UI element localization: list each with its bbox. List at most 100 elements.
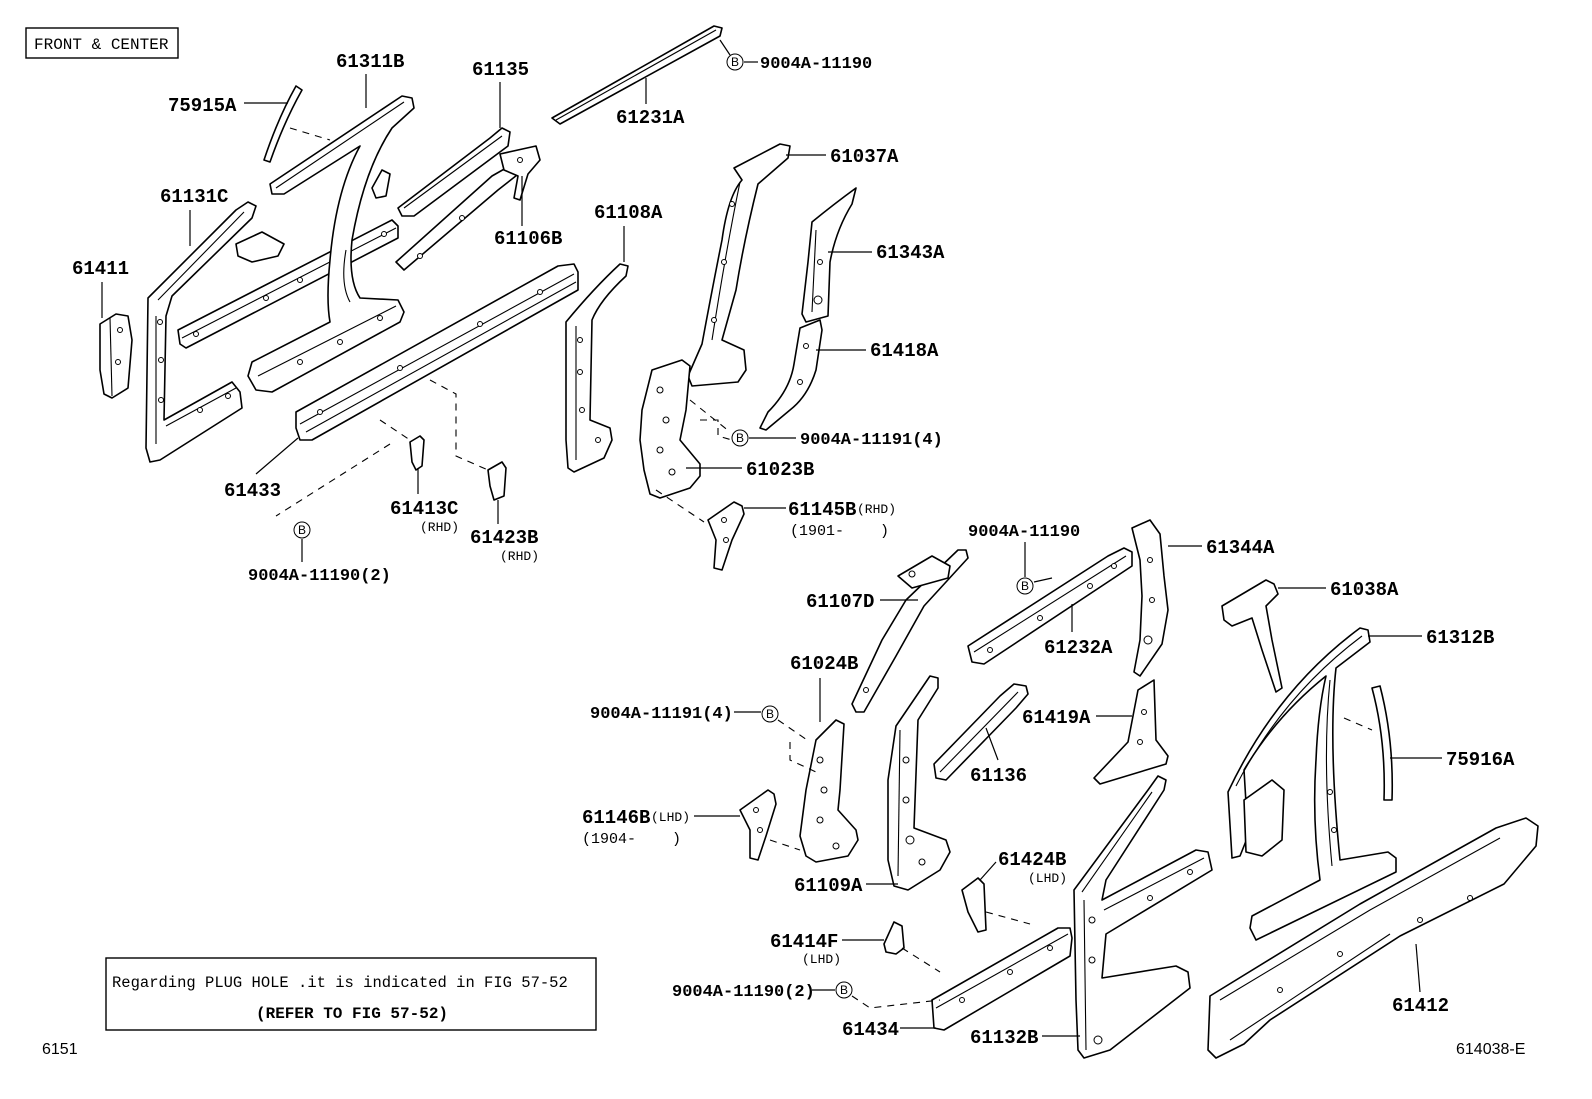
- pillar-bracket: [371, 169, 391, 199]
- hole: [1149, 597, 1155, 603]
- hole: [1143, 635, 1153, 645]
- marker-circle: [293, 521, 311, 539]
- callout-61418A[interactable]: 61418A: [870, 340, 939, 362]
- fastener-marker-1[interactable]: B: [731, 429, 749, 447]
- fastener-code-1[interactable]: 9004A-11191(4): [800, 431, 943, 450]
- hole: [820, 786, 828, 794]
- callout-61038A[interactable]: 61038A: [1330, 579, 1399, 601]
- hole: [1047, 945, 1053, 951]
- callout-61131C[interactable]: 61131C: [160, 186, 228, 208]
- part-61037A-illustration: [687, 143, 791, 387]
- callout-61414F-variant: (LHD): [802, 952, 841, 967]
- callout-61146B-production: (1904- ): [582, 831, 681, 848]
- marker-letter: B: [731, 55, 739, 69]
- callout-75915A[interactable]: 75915A: [168, 95, 237, 117]
- callout-61412[interactable]: 61412: [1392, 995, 1449, 1017]
- callout-61024B[interactable]: 61024B: [790, 653, 858, 675]
- hole: [721, 259, 727, 265]
- fastener-code-3[interactable]: 9004A-11190: [968, 523, 1080, 542]
- fastener-marker-2[interactable]: B: [293, 521, 311, 539]
- dashed-line: [655, 489, 705, 523]
- fastener-code-0[interactable]: 9004A-11190: [760, 55, 872, 74]
- dashed-line: [777, 719, 811, 743]
- dashed-line: [289, 127, 331, 141]
- rocker-line: [299, 273, 577, 433]
- callout-61343A[interactable]: 61343A: [876, 242, 945, 264]
- part-61024B-illustration: [799, 719, 859, 863]
- callout-61145B-variant: (RHD): [857, 502, 896, 517]
- callout-61106B[interactable]: 61106B: [494, 228, 562, 250]
- note-line-2: (REFER TO FIG 57-52): [256, 1005, 448, 1023]
- callout-61413C[interactable]: 61413C: [390, 498, 458, 520]
- fastener-marker-3[interactable]: B: [1016, 577, 1034, 595]
- dashed-line: [429, 379, 489, 471]
- rocker-outline: [1207, 817, 1539, 1059]
- callout-61311B[interactable]: 61311B: [336, 51, 404, 73]
- callout-61146B[interactable]: 61146B: [582, 807, 650, 829]
- fastener-code-5[interactable]: 9004A-11190(2): [672, 983, 815, 1002]
- callout-61231A[interactable]: 61231A: [616, 107, 685, 129]
- callout-61411[interactable]: 61411: [72, 258, 129, 280]
- part-61108A-illustration: [565, 263, 629, 473]
- hole: [381, 231, 387, 237]
- callout-61434[interactable]: 61434: [842, 1019, 899, 1041]
- callout-61423B-variant: (RHD): [500, 549, 539, 564]
- callout-61108A[interactable]: 61108A: [594, 202, 663, 224]
- fastener-marker-0[interactable]: B: [726, 53, 744, 71]
- callout-75916A[interactable]: 75916A: [1446, 749, 1515, 771]
- callout-61414F[interactable]: 61414F: [770, 931, 838, 953]
- hole: [1187, 869, 1193, 875]
- pillar-outline: [801, 187, 857, 323]
- callout-61136[interactable]: 61136: [970, 765, 1027, 787]
- part-61411-illustration: [99, 313, 133, 399]
- fastener-code-4[interactable]: 9004A-11191(4): [590, 705, 733, 724]
- callout-61107D[interactable]: 61107D: [806, 591, 874, 613]
- hole: [158, 357, 164, 363]
- callout-61344A[interactable]: 61344A: [1206, 537, 1275, 559]
- dashed-line: [1343, 717, 1373, 731]
- callout-61145B[interactable]: 61145B: [788, 499, 856, 521]
- fastener-code-2[interactable]: 9004A-11190(2): [248, 567, 391, 586]
- callout-61419A[interactable]: 61419A: [1022, 707, 1091, 729]
- hole: [317, 409, 323, 415]
- dashed-line: [851, 995, 941, 1009]
- hole: [1088, 956, 1096, 964]
- hole: [117, 327, 123, 333]
- callout-61135[interactable]: 61135: [472, 59, 529, 81]
- callout-61433[interactable]: 61433: [224, 480, 281, 502]
- callout-61424B-variant: (LHD): [1028, 871, 1067, 886]
- note-frame: [105, 957, 597, 1031]
- hole: [803, 343, 809, 349]
- callout-61424B[interactable]: 61424B: [998, 849, 1066, 871]
- hole: [577, 337, 583, 343]
- leader-61433: [255, 437, 299, 475]
- callout-61132B[interactable]: 61132B: [970, 1027, 1038, 1049]
- pillar-outline: [887, 675, 951, 891]
- bracket-outline: [99, 313, 133, 399]
- bracket-outline: [707, 501, 745, 571]
- part-61434-illustration: [931, 927, 1073, 1031]
- callout-61232A[interactable]: 61232A: [1044, 637, 1113, 659]
- section-label-frame: [25, 27, 179, 59]
- pillar-outline: [799, 719, 859, 863]
- callout-61312B[interactable]: 61312B: [1426, 627, 1494, 649]
- part-61413C-illustration: [409, 435, 425, 471]
- fastener-marker-5[interactable]: B: [835, 981, 853, 999]
- dashed-line: [275, 443, 391, 517]
- hole: [908, 570, 916, 578]
- part-61145B-illustration: [707, 501, 745, 571]
- hole: [1327, 789, 1333, 795]
- hole: [115, 359, 121, 365]
- callout-61423B[interactable]: 61423B: [470, 527, 538, 549]
- hole: [1087, 583, 1093, 589]
- bracket-outline: [1221, 579, 1283, 693]
- callout-61109A[interactable]: 61109A: [794, 875, 863, 897]
- callout-61023B[interactable]: 61023B: [746, 459, 814, 481]
- callout-61037A[interactable]: 61037A: [830, 146, 899, 168]
- fastener-marker-4[interactable]: B: [761, 705, 779, 723]
- part-61343A-illustration: [801, 187, 857, 323]
- plug-hole-note: Regarding PLUG HOLE .it is indicated in …: [105, 957, 597, 1031]
- leader-61136: [985, 727, 999, 761]
- hole: [987, 647, 993, 653]
